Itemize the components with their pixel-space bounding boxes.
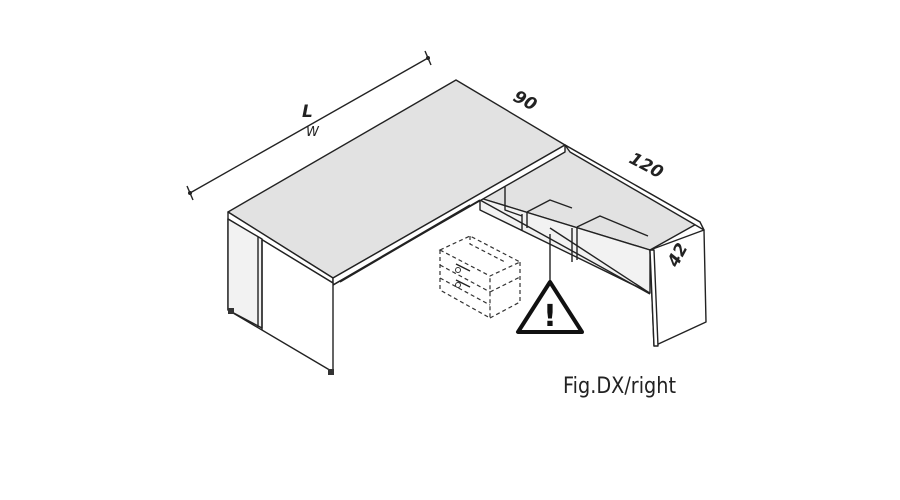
- width-label: W: [306, 125, 320, 140]
- warning-triangle-icon: [516, 280, 584, 334]
- optional-drawer-unit: [438, 235, 522, 320]
- desk-left-panel: [227, 218, 334, 375]
- figure-caption: Fig.DX/right: [563, 374, 676, 399]
- return-length-label: 120: [626, 149, 667, 183]
- modesty-panel: [332, 199, 481, 286]
- desk-top: [227, 79, 566, 286]
- depth-label: 90: [510, 87, 540, 116]
- length-label: L: [302, 102, 313, 122]
- length-dimension-line: [186, 50, 432, 201]
- warning-symbol: !: [543, 299, 557, 334]
